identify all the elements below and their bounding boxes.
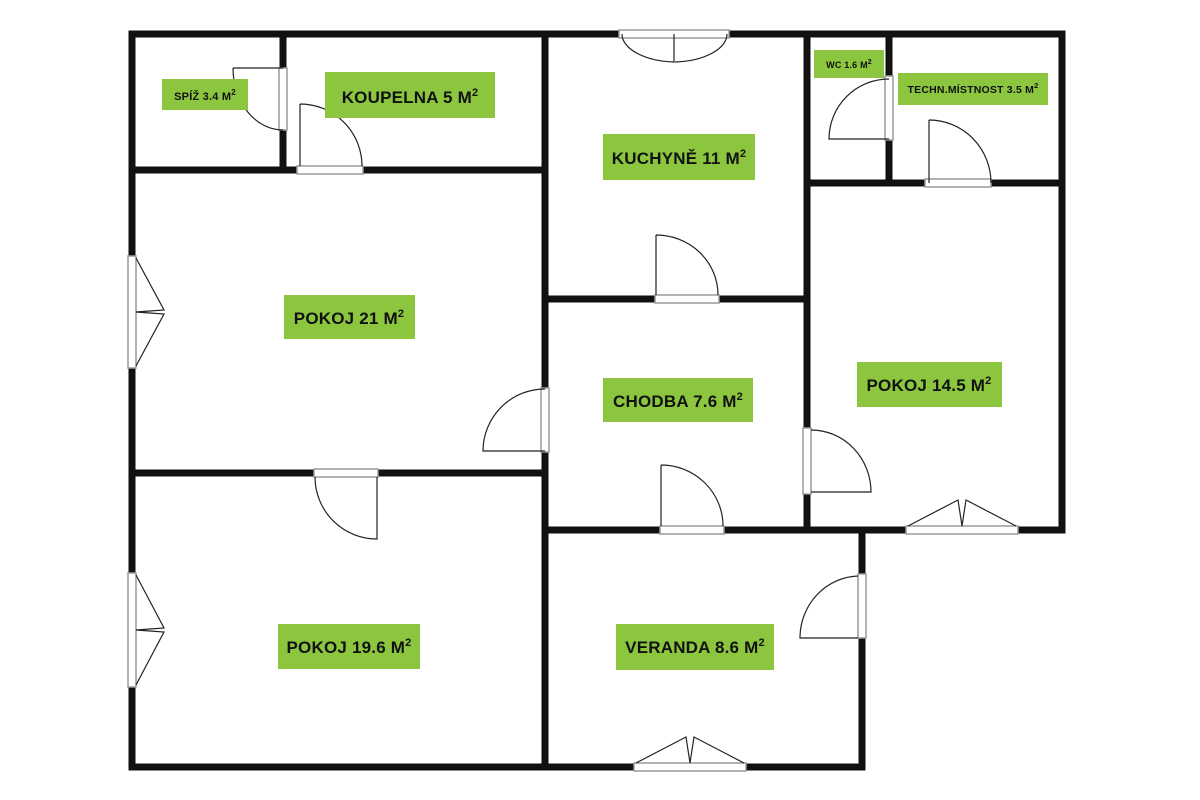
label-text: POKOJ 21 M2 — [294, 308, 404, 328]
label-text: VERANDA 8.6 M2 — [625, 637, 765, 657]
label-bg — [284, 295, 415, 339]
door-swing — [828, 78, 890, 140]
window-swing — [635, 736, 745, 764]
window-swing — [907, 499, 1017, 527]
window-swing — [621, 33, 728, 63]
label-bg — [857, 362, 1002, 407]
window-swing — [135, 574, 165, 686]
door-swing — [799, 575, 859, 639]
room-label-pokoj-19-6: POKOJ 19.6 M2 — [278, 624, 420, 669]
room-label-chodba: CHODBA 7.6 M2 — [603, 378, 753, 422]
door-swing — [655, 234, 719, 296]
label-bg — [603, 134, 755, 180]
label-text: KUCHYNĚ 11 M2 — [612, 148, 746, 168]
room-label-technicka-mistnost: TECHN.MÍSTNOST 3.5 M2 — [898, 73, 1048, 105]
label-bg — [814, 50, 884, 78]
window-swing — [135, 257, 165, 367]
room-labels: SPÍŽ 3.4 M2 KOUPELNA 5 M2 KUCHYNĚ 11 M2 … — [162, 50, 1048, 670]
room-label-pokoj-14-5: POKOJ 14.5 M2 — [857, 362, 1002, 407]
label-text: TECHN.MÍSTNOST 3.5 M2 — [908, 81, 1039, 96]
label-text: WC 1.6 M2 — [826, 59, 872, 70]
label-bg — [898, 73, 1048, 105]
door-swing — [314, 476, 378, 540]
room-label-veranda: VERANDA 8.6 M2 — [616, 624, 774, 670]
door-swings — [135, 33, 1017, 764]
label-bg — [616, 624, 774, 670]
label-text: POKOJ 19.6 M2 — [287, 637, 412, 657]
door-swing — [482, 388, 546, 452]
room-label-spiz: SPÍŽ 3.4 M2 — [162, 79, 248, 110]
label-text: CHODBA 7.6 M2 — [613, 391, 743, 411]
door-swing — [928, 119, 992, 184]
door-swing — [660, 464, 724, 527]
label-text: KOUPELNA 5 M2 — [342, 87, 479, 107]
door-swing — [810, 429, 872, 493]
label-bg — [162, 79, 248, 110]
room-label-pokoj-21: POKOJ 21 M2 — [284, 295, 415, 339]
label-bg — [603, 378, 753, 422]
room-label-wc: WC 1.6 M2 — [814, 50, 884, 78]
label-bg — [325, 72, 495, 118]
door-swing — [299, 103, 363, 167]
label-text: POKOJ 14.5 M2 — [867, 375, 992, 395]
label-bg — [278, 624, 420, 669]
room-label-koupelna: KOUPELNA 5 M2 — [325, 72, 495, 118]
label-text: SPÍŽ 3.4 M2 — [174, 88, 236, 103]
room-label-kuchyne: KUCHYNĚ 11 M2 — [603, 134, 755, 180]
